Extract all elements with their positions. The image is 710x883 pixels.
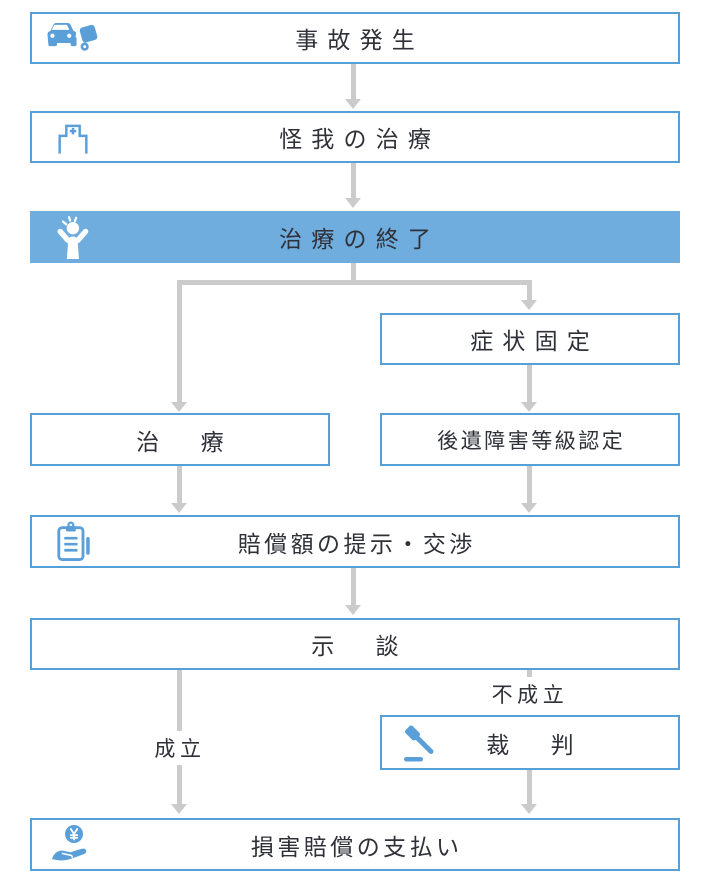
node-continued-treatment: 治 療: [30, 413, 330, 466]
arrowhead-to-symptom: [521, 300, 537, 310]
cheering-person-icon: [54, 215, 94, 259]
node-settlement: 示 談: [30, 618, 680, 670]
node-label: 裁 判: [486, 732, 583, 759]
branch-label-not-settled: 不成立: [483, 677, 577, 711]
node-negotiation: 賠償額の提示・交渉: [30, 515, 680, 568]
hospital-icon: [52, 117, 94, 157]
connector-treatment-to-negotiation: [177, 466, 182, 504]
node-label: 怪我の治療: [279, 127, 441, 153]
arrowhead-grade-to-negotiation: [521, 503, 537, 513]
arrowhead-injury-to-end: [345, 198, 361, 208]
node-disability-grade: 後遺障害等級認定: [380, 413, 680, 466]
node-label: 治療の終了: [279, 227, 441, 253]
arrowhead-to-treatment: [171, 402, 187, 412]
node-damages-payment: 損害賠償の支払い: [30, 818, 680, 871]
arrowhead-negotiation-to-settlement: [345, 605, 361, 615]
connector-split-to-treatment: [177, 280, 182, 403]
node-trial: 裁 判: [380, 715, 680, 770]
connector-trial-to-payment: [527, 770, 532, 805]
arrowhead-treatment-to-negotiation: [171, 503, 187, 513]
node-label: 損害賠償の支払い: [250, 834, 463, 861]
arrowhead-trial-to-payment: [521, 804, 537, 814]
connector-negotiation-to-settlement: [351, 568, 356, 606]
branch-label-settled: 成立: [147, 731, 213, 765]
connector-symptom-to-grade: [527, 365, 532, 403]
hand-yen-icon: [48, 823, 96, 867]
clipboard-icon: [52, 520, 92, 564]
car-crash-icon: [42, 18, 102, 58]
node-treatment-end: 治療の終了: [30, 211, 680, 263]
node-label: 後遺障害等級認定: [437, 428, 626, 453]
connector-end-split-stem: [351, 263, 356, 283]
connector-split-horizontal: [177, 280, 532, 285]
node-injury-treatment: 怪我の治療: [30, 111, 680, 163]
node-label: 事故発生: [295, 28, 424, 54]
node-label: 症状固定: [470, 329, 599, 355]
arrowhead-symptom-to-grade: [521, 402, 537, 412]
gavel-icon: [400, 722, 440, 764]
node-label: 示 談: [311, 634, 408, 660]
arrowhead-settled-to-payment: [171, 804, 187, 814]
node-label: 治 療: [136, 429, 233, 456]
node-symptom-fixed: 症状固定: [380, 313, 680, 365]
connector-accident-to-injury: [351, 64, 356, 100]
connector-grade-to-negotiation: [527, 466, 532, 504]
node-label: 賠償額の提示・交渉: [237, 531, 476, 558]
node-accident: 事故発生: [30, 12, 680, 64]
connector-injury-to-end: [351, 163, 356, 199]
connector-split-to-symptom: [527, 280, 532, 301]
arrowhead-accident-to-injury: [345, 99, 361, 109]
